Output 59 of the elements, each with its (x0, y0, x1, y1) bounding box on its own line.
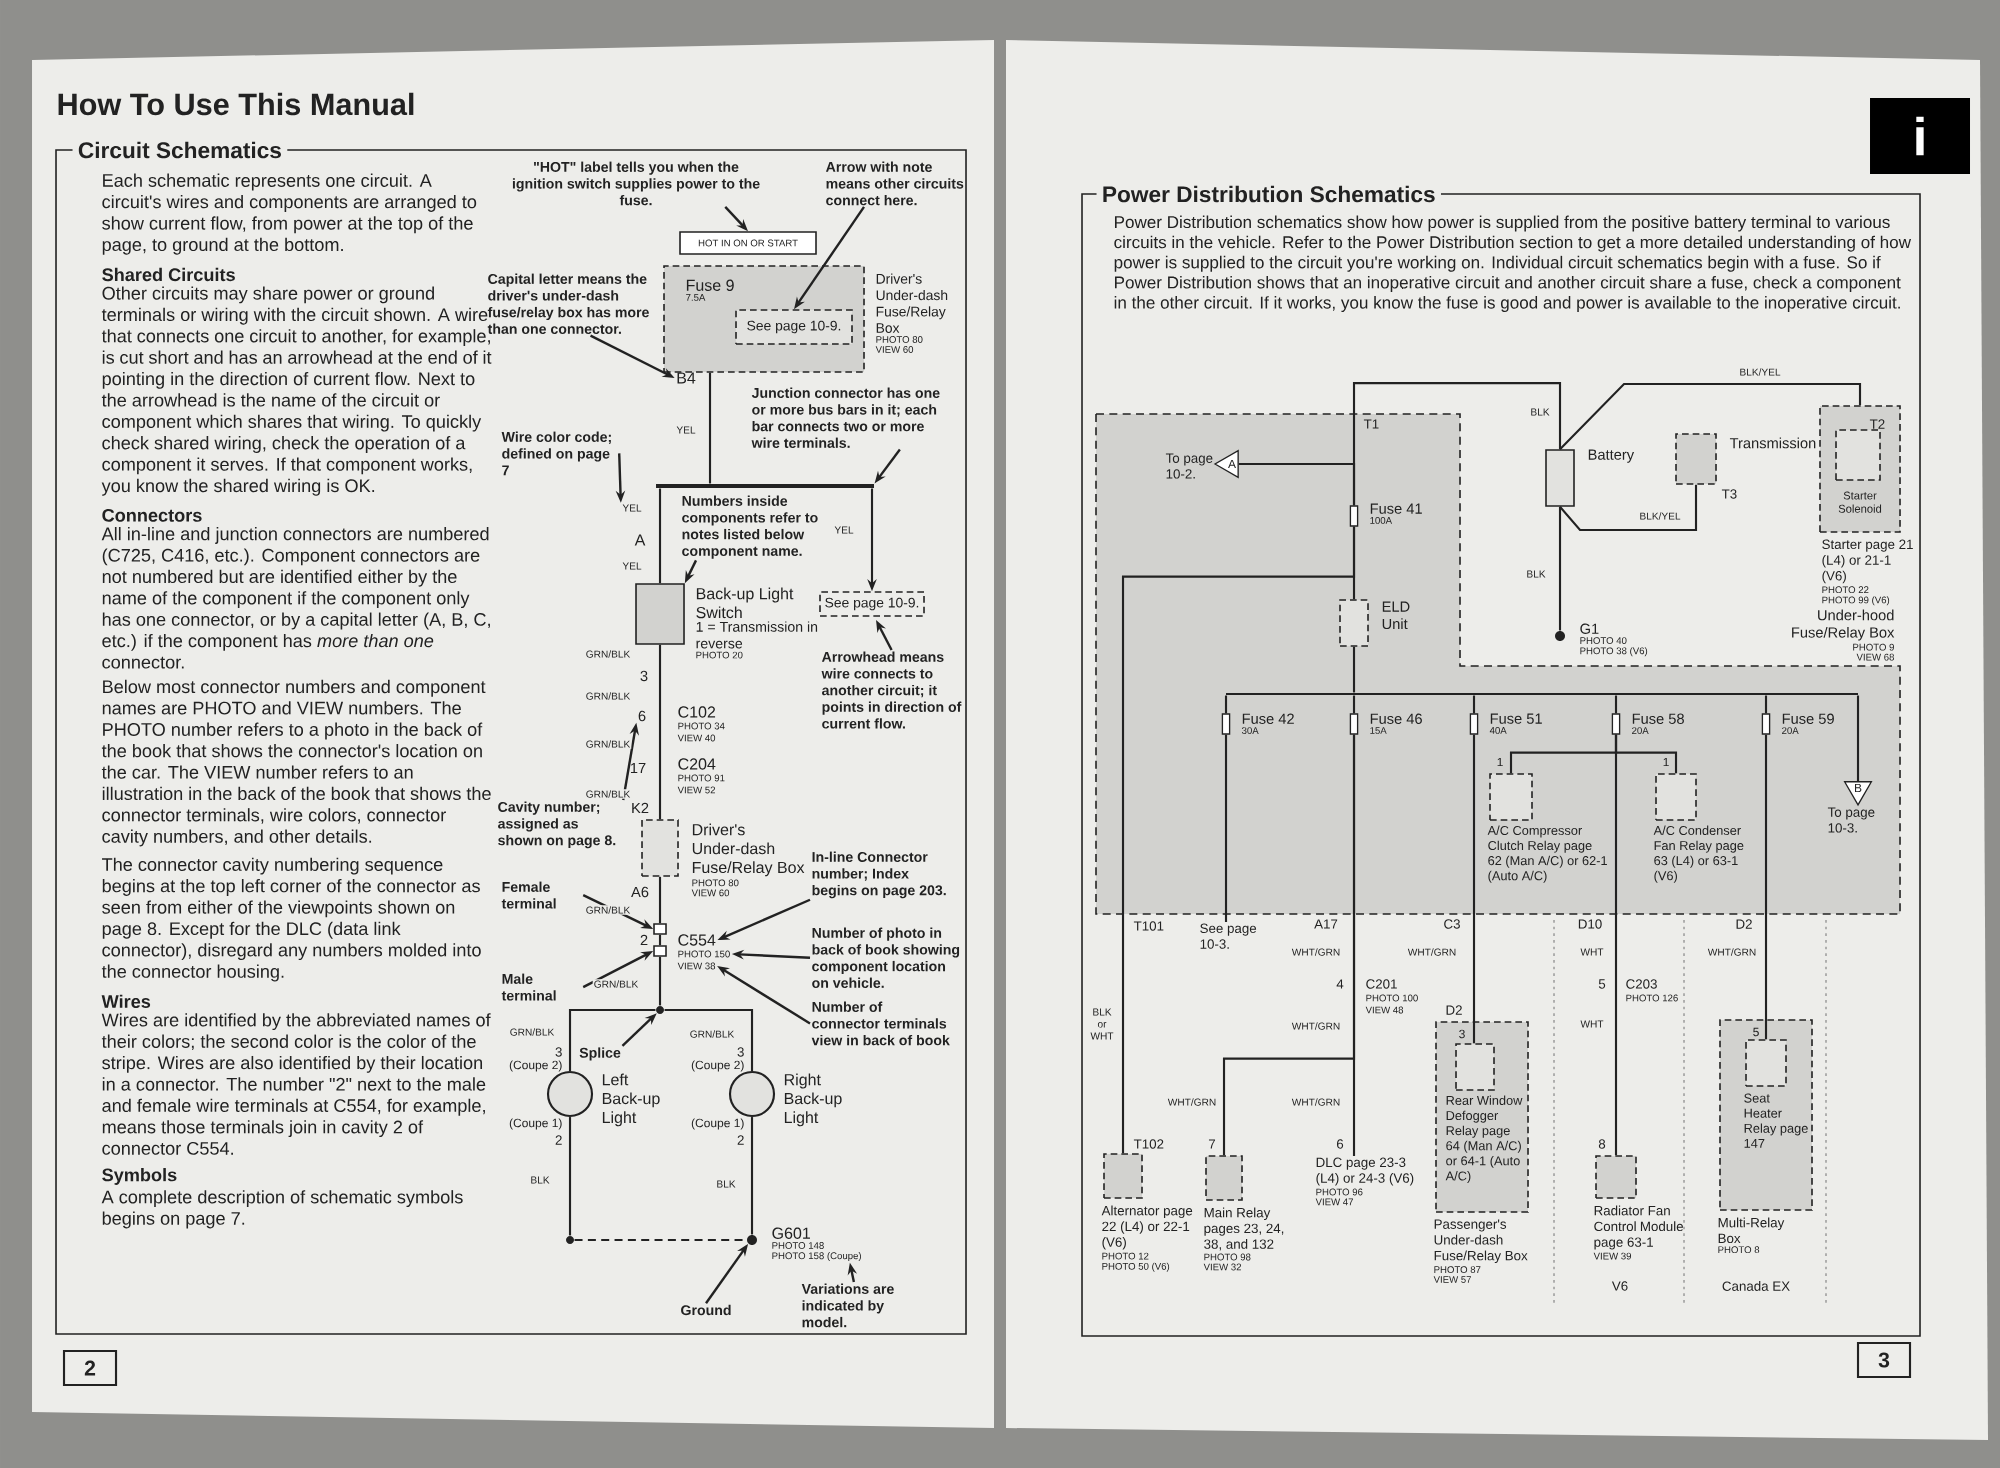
connector-label: C554 (678, 934, 716, 946)
connector-label: C102 (678, 706, 716, 718)
wire (1238, 462, 1356, 506)
page-number: 2 (62, 1349, 118, 1387)
connector-label: A (634, 534, 646, 546)
component-label: Driver's Under-dash Fuse/Relay Box (692, 823, 805, 877)
paragraph: The connector cavity numbering sequence begins at the top left corner of the connector as seen from either of the viewpoints shown on page 8. Except for the DLC (data link connector), disregard any numbers molded into the connector housing. (101, 857, 481, 982)
wire (1558, 506, 1562, 631)
page-title: How To Use This Manual (58, 92, 414, 116)
wire (708, 372, 712, 484)
wire (658, 934, 662, 946)
paragraph: Wires are identified by the abbreviated names of their colors; the second color is the color of the stripe. Wires are also identified by their location in a connector. The number "2" next to the male and female wire terminals at C554, for example, means those terminals join in cavity 2 of connector C554. (101, 1013, 491, 1155)
paragraph: Power Distribution schematics show how power is supplied from the positive battery terminal to various circuits in the vehicle. Refer to the Power Distribution section to get a more detailed understanding of how power is supplied to the circuit you're working on. Individual circuit schematics begin with a fuse. So if Power Distribution shows that an inoperative circuit and another circuit share a fuse, check a component in the other circuit. If it works, you know the fuse is good and power is available to the inoperative circuit. (1114, 215, 1912, 313)
wire (664, 1008, 754, 1071)
wire (658, 644, 662, 820)
component-label: G601 (772, 1227, 810, 1239)
wire (568, 1008, 656, 1071)
wire (574, 1238, 747, 1242)
wire (1856, 695, 1860, 782)
wire (1764, 695, 1768, 714)
wire (1472, 695, 1476, 714)
wire (658, 956, 662, 1006)
wire (1764, 734, 1768, 1040)
section-tab: i (1870, 98, 1970, 174)
wire (1614, 695, 1618, 714)
paragraph: Each schematic represents one circuit. A circuit's wires and components are arranged to show current flow, from power at the top of the page, to ground at the bottom. (102, 173, 477, 255)
page-number: 3 (1856, 1341, 1912, 1379)
component-label: Left Back-up Light (602, 1073, 660, 1127)
wire (1352, 646, 1356, 693)
paragraph: Below most connector numbers and component names are PHOTO and VIEW numbers. The PHOTO number refers to a photo in the back of the book that shows the connector's location on the car. The VIEW number refers to an illustration in the back of the book that shows the connector terminals, wire colors, connector cavity numbers, and other details. (101, 679, 491, 847)
solenoid-box (1835, 429, 1881, 481)
wire (750, 1117, 754, 1235)
terminal-symbol (653, 945, 667, 957)
wire (1559, 382, 1862, 450)
paragraph: All in-line and junction connectors are numbered (C725, C416, etc.). Component connectors are not numbered but are identified either by the name of the component if the component only has one connector, or by a capital letter (A, B, C, etc.) if the component has more than one connector. (101, 527, 490, 669)
wire (1222, 734, 1356, 1156)
component-label: Back-up Light Switch (696, 587, 794, 619)
section-heading: Power Distribution Schematics (1096, 180, 1441, 208)
component-label: Right Back-up Light (784, 1073, 842, 1127)
wire (1352, 695, 1356, 714)
wire (658, 876, 662, 924)
wire (568, 1117, 572, 1236)
wire (1472, 734, 1476, 1044)
paragraph: A complete description of schematic symbols begins on page 7. (101, 1190, 463, 1229)
subheading: Symbols (102, 1168, 177, 1185)
subheading: Wires (101, 994, 151, 1008)
section-heading: Circuit Schematics (72, 136, 288, 164)
connector-label: B4 (677, 372, 696, 384)
component-label: Fuse 9 (686, 279, 734, 291)
wire (1614, 734, 1618, 1156)
connector-label: C204 (678, 758, 716, 770)
wire (1224, 695, 1228, 714)
wire (1559, 484, 1698, 532)
wire (1121, 526, 1356, 1154)
wire (658, 488, 662, 584)
subheading: Connectors (102, 508, 202, 522)
terminal-symbol (653, 923, 667, 935)
subheading: Shared Circuits (102, 267, 235, 282)
wire (1224, 734, 1228, 922)
